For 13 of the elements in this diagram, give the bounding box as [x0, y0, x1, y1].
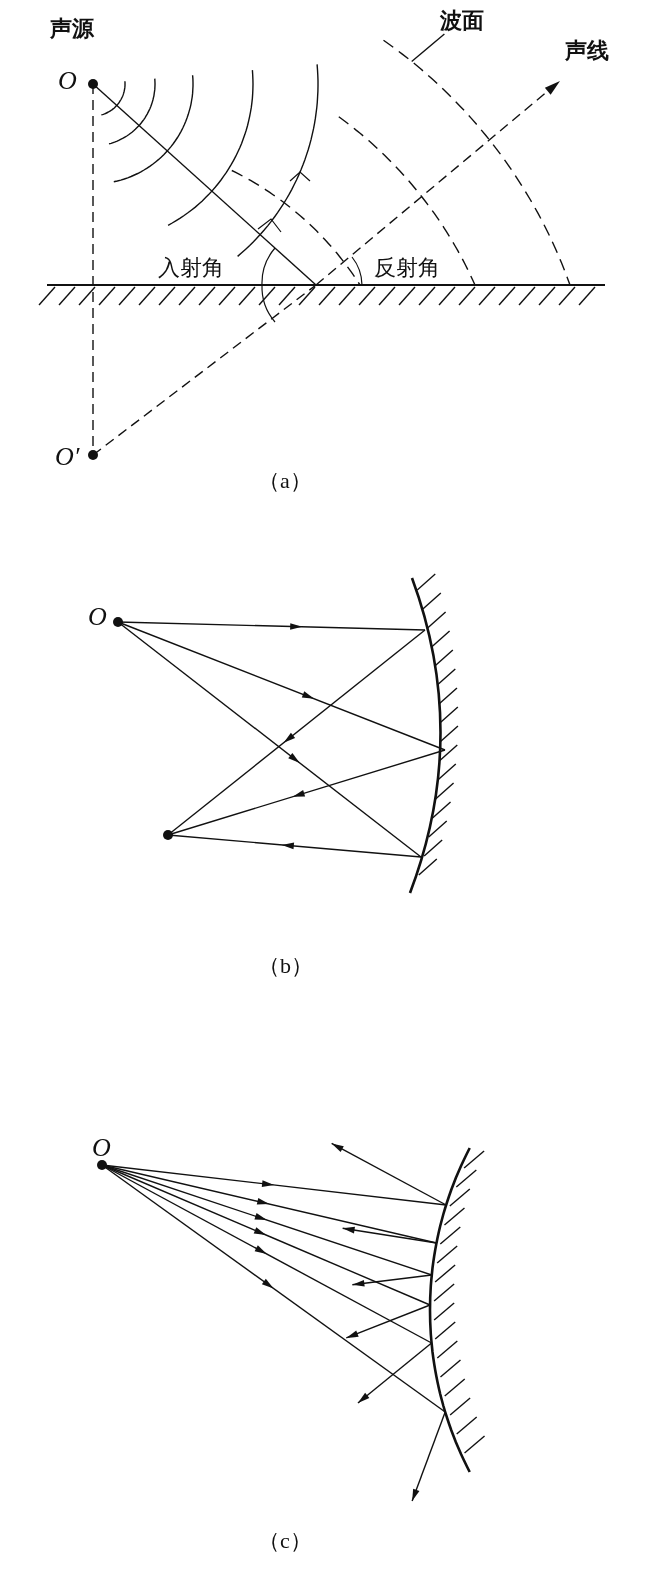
point-label: O [92, 1135, 111, 1161]
panel-label: （a） [258, 470, 312, 492]
wavefront-label: 波面 [440, 10, 484, 32]
image-point-label: O′ [55, 444, 80, 470]
angle-label: 入射角 [158, 257, 224, 279]
leader-line [411, 33, 446, 63]
source-label: 声源 [50, 18, 94, 40]
point-label: O [88, 604, 107, 630]
panel-label: （b） [258, 955, 313, 977]
ray-label: 声线 [565, 40, 609, 62]
point-label: O [58, 68, 77, 94]
angle-label: 反射角 [374, 257, 440, 279]
panel-label: （c） [258, 1530, 312, 1552]
